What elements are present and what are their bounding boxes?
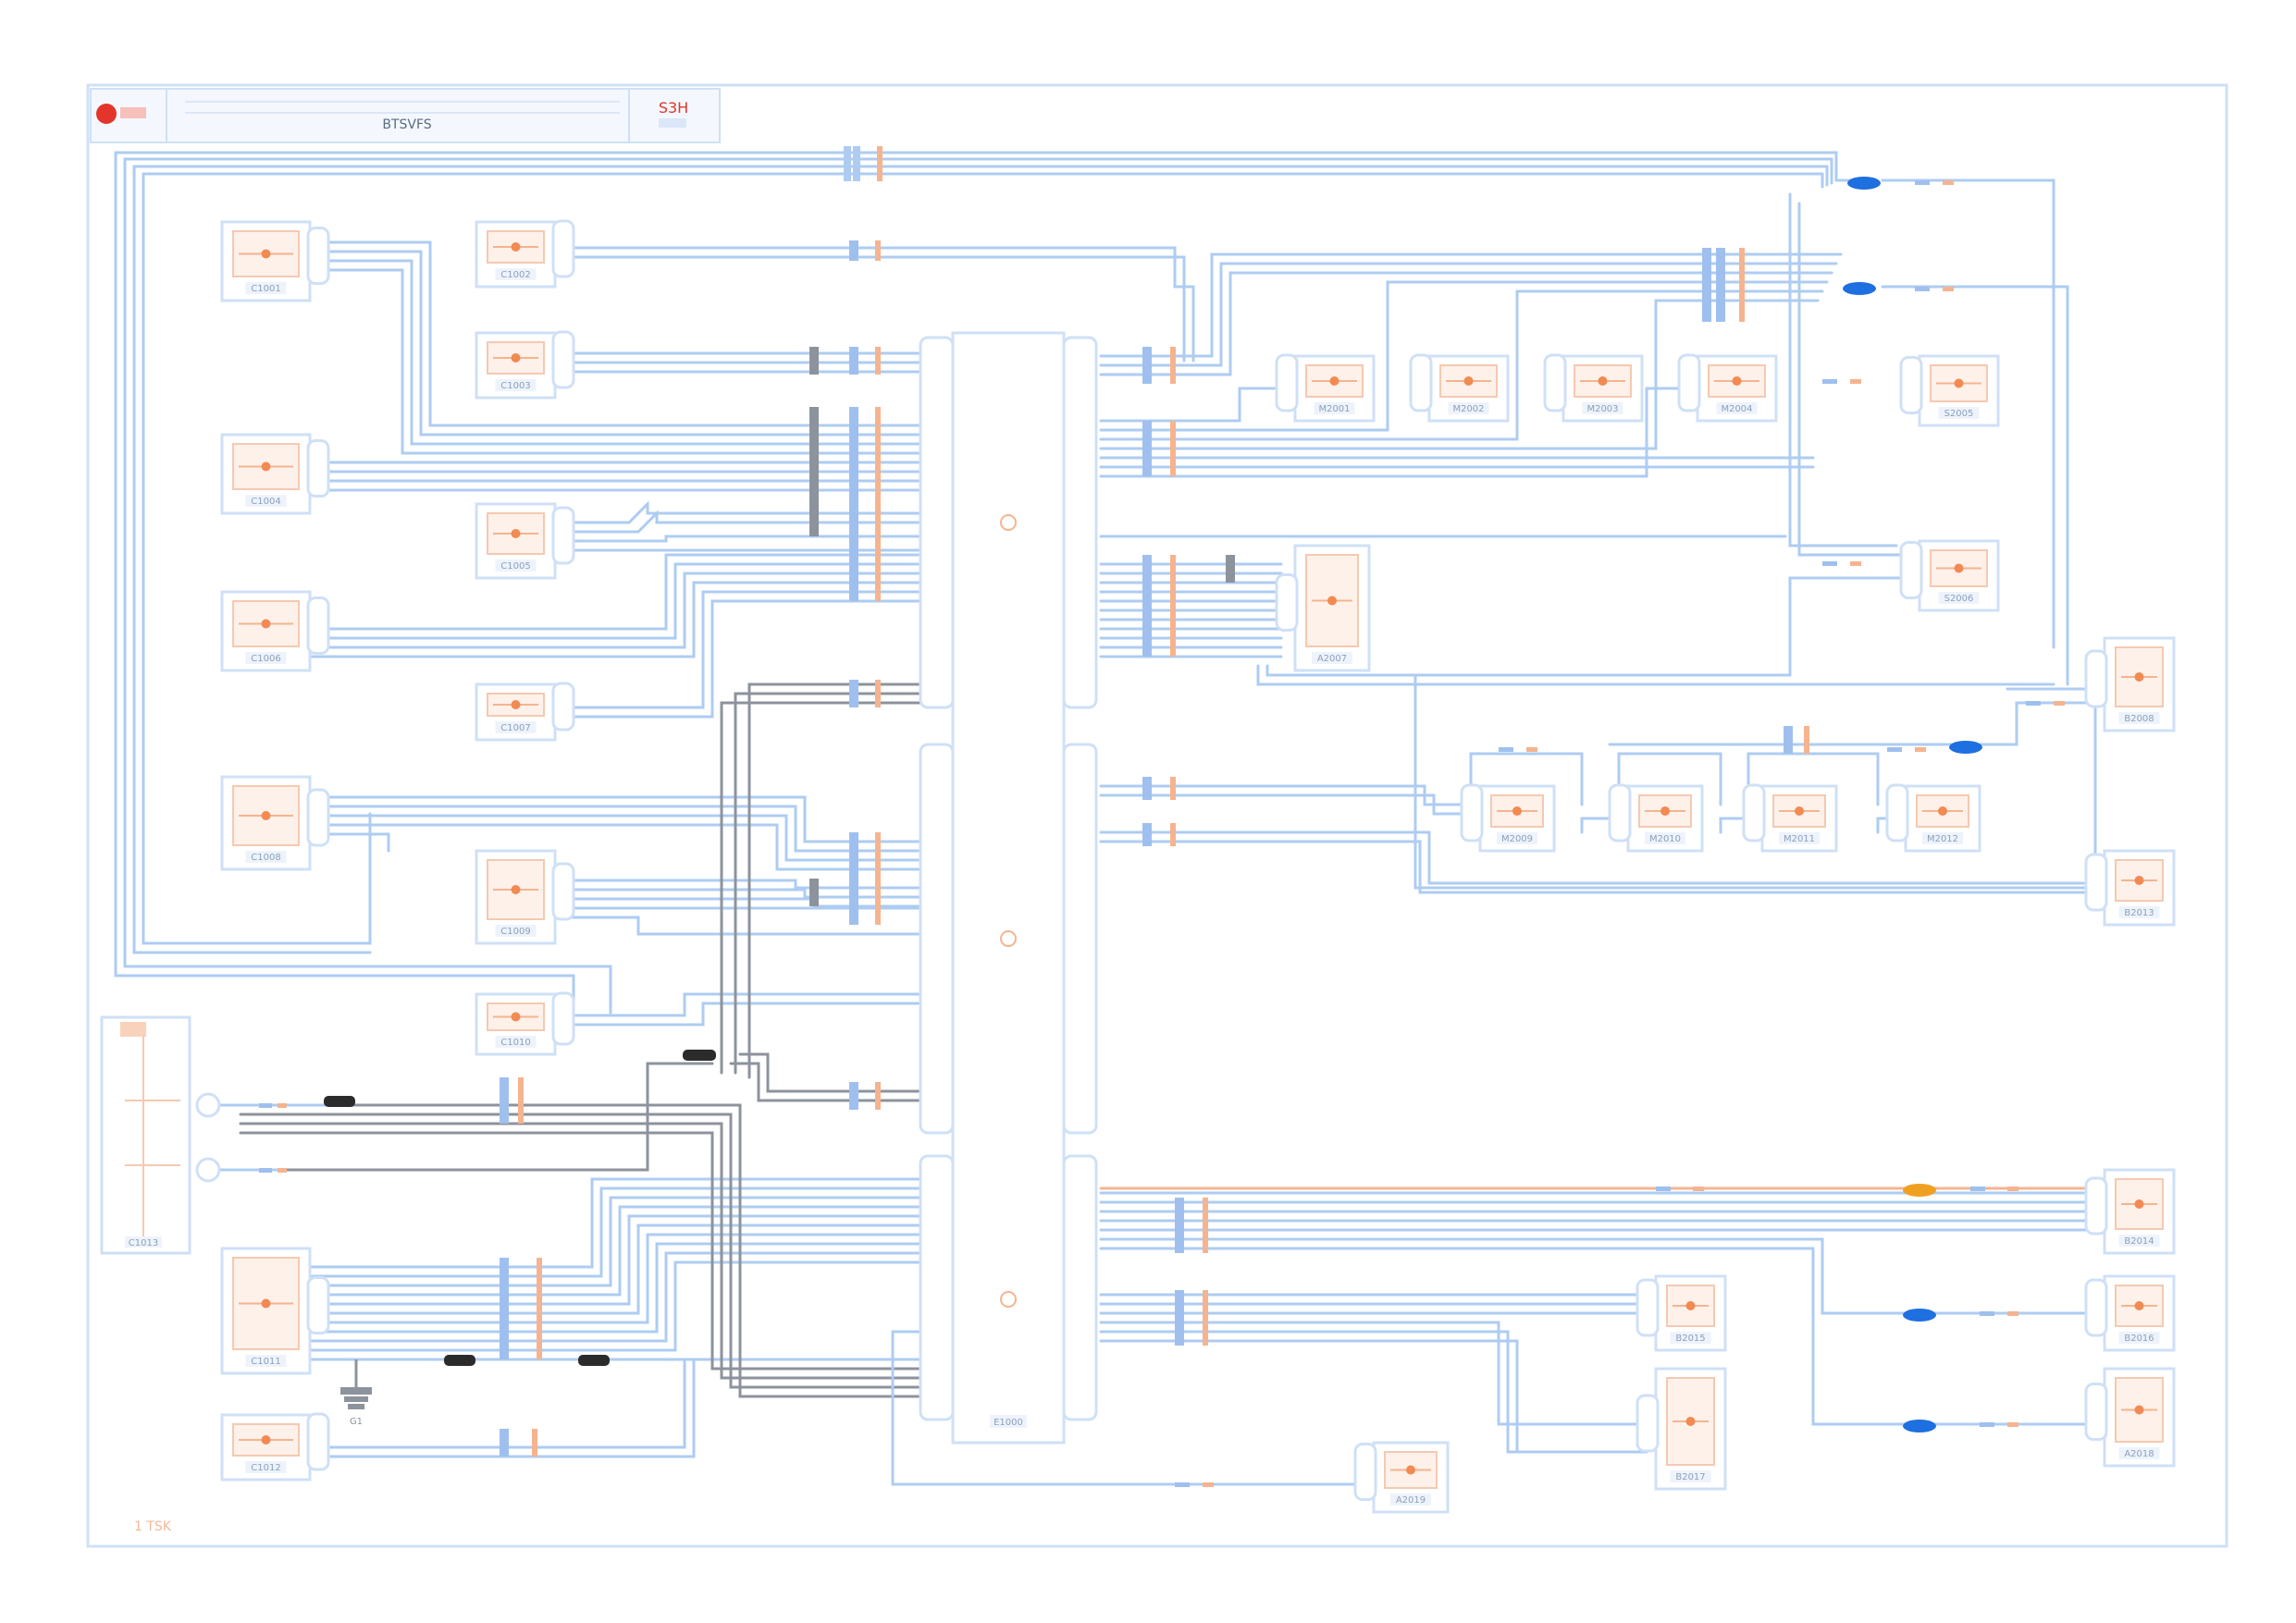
component-label: A2007 <box>1317 654 1347 664</box>
component-label: S2005 <box>1944 409 1974 419</box>
component-r5: S2005 <box>1899 354 2000 427</box>
component-label: C1006 <box>251 654 280 664</box>
svg-text:C1013: C1013 <box>129 1238 158 1248</box>
component-r16: B2016 <box>2084 1274 2176 1352</box>
splices <box>324 177 1982 1432</box>
splice-blue <box>1843 282 1876 295</box>
sheet-frame <box>86 83 2228 1548</box>
component-r10: M2010 <box>1608 783 1704 853</box>
component-r17: B2017 <box>1636 1367 1727 1491</box>
component-label: C1002 <box>500 270 530 280</box>
splice-black <box>683 1050 716 1061</box>
ecu-module: E1000 <box>919 331 1098 1445</box>
component-label: A2018 <box>2124 1449 2154 1459</box>
splice-blue <box>1847 177 1881 190</box>
component-label: M2009 <box>1501 834 1533 844</box>
component-c6: C1006 <box>220 590 330 672</box>
component-label: B2013 <box>2124 908 2154 918</box>
component-c4: C1004 <box>220 433 330 515</box>
splice-blue <box>1903 1420 1936 1432</box>
component-c3: C1003 <box>475 330 575 400</box>
component-c7: C1007 <box>475 682 575 742</box>
title-text: BTSVFS <box>382 117 431 132</box>
component-r19: A2019 <box>1353 1441 1450 1514</box>
component-label: C1001 <box>251 284 280 294</box>
title-code: S3H <box>659 99 688 117</box>
component-label: A2019 <box>1396 1495 1426 1506</box>
component-r15: B2015 <box>1636 1274 1727 1352</box>
sheet-reference: 1 TSK <box>134 1519 172 1534</box>
warning-icon <box>96 104 117 124</box>
component-c5: C1005 <box>475 502 575 580</box>
splice-black <box>444 1355 475 1366</box>
splice-blue <box>1903 1309 1936 1322</box>
component-r11: M2011 <box>1742 783 1838 853</box>
component-r9: M2009 <box>1460 783 1556 853</box>
component-label: C1005 <box>500 561 530 572</box>
component-r4: M2004 <box>1677 353 1778 423</box>
component-label: M2002 <box>1452 404 1484 414</box>
component-c1: C1001 <box>220 220 330 302</box>
component-r6: S2006 <box>1899 539 2000 612</box>
splice-yellow <box>1903 1184 1936 1197</box>
component-label: M2004 <box>1721 404 1752 414</box>
component-r2: M2002 <box>1409 353 1510 423</box>
ground-symbol: G1 <box>340 1359 372 1427</box>
component-label: C1008 <box>251 853 280 863</box>
component-label: M2011 <box>1784 834 1815 844</box>
component-label: S2006 <box>1944 594 1974 604</box>
splice-black <box>578 1355 610 1366</box>
component-r8: B2008 <box>2084 636 2176 732</box>
component-c11: C1011 <box>220 1247 330 1375</box>
component-label: B2008 <box>2124 714 2154 724</box>
splice-black <box>324 1096 355 1107</box>
component-label: M2012 <box>1927 834 1958 844</box>
component-c2: C1002 <box>475 219 575 289</box>
component-r18: A2018 <box>2084 1367 2176 1468</box>
wire-markers <box>259 146 2065 1487</box>
component-r12: M2012 <box>1885 783 1981 853</box>
svg-text:G1: G1 <box>350 1417 363 1427</box>
component-r14: B2014 <box>2084 1168 2176 1255</box>
component-label: M2001 <box>1318 404 1350 414</box>
component-label: B2016 <box>2124 1334 2154 1344</box>
wire-harness <box>114 151 2111 1486</box>
component-label: C1004 <box>251 497 280 507</box>
component-label: M2003 <box>1586 404 1618 414</box>
component-label: C1011 <box>251 1357 280 1367</box>
component-c10: C1010 <box>475 991 575 1056</box>
components: C1001 C1002C1003C1004C1005C1006C1007C1008… <box>220 219 2176 1514</box>
component-label: C1007 <box>500 723 530 733</box>
component-label: C1009 <box>500 927 530 937</box>
splice-blue <box>1949 741 1982 754</box>
component-c9: C1009 <box>475 849 575 945</box>
component-label: C1010 <box>500 1038 530 1048</box>
component-label: B2015 <box>1675 1334 1705 1344</box>
component-r1: M2001 <box>1275 353 1376 423</box>
component-c8: C1008 <box>220 775 330 871</box>
component-r3: M2003 <box>1543 353 1644 423</box>
component-r7: A2007 <box>1275 544 1371 672</box>
component-label: B2014 <box>2124 1236 2154 1247</box>
component-label: C1003 <box>500 381 530 391</box>
component-label: C1012 <box>251 1463 280 1473</box>
battery-module: C1013 <box>100 1015 221 1255</box>
component-label: B2017 <box>1675 1472 1705 1482</box>
ecu-label: E1000 <box>994 1418 1023 1428</box>
component-label: M2010 <box>1649 834 1681 844</box>
title-block: BTSVFS S3H <box>90 88 721 143</box>
component-r13: B2013 <box>2084 849 2176 927</box>
component-c12: C1012 <box>220 1412 330 1482</box>
